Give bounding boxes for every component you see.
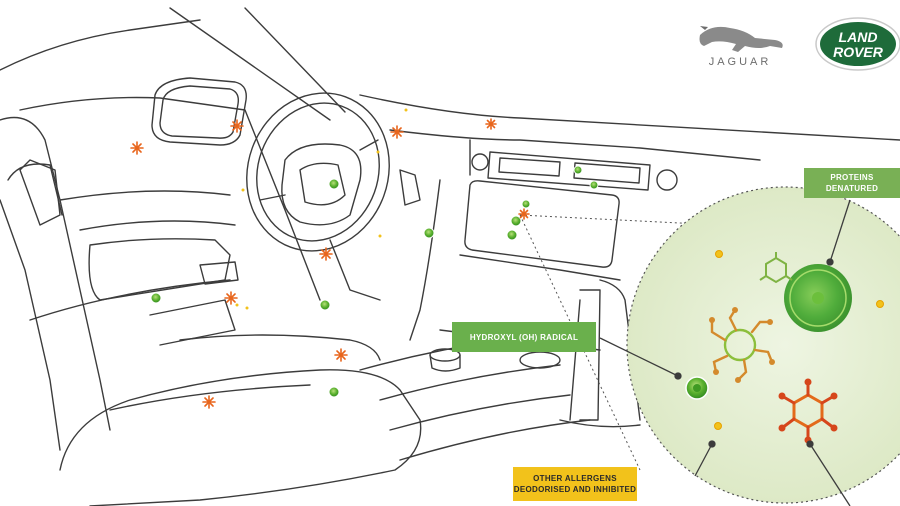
land-rover-logo-line1: LAND	[839, 29, 878, 45]
allergen-particle-spikes	[130, 118, 530, 409]
allergen-particle-icons	[714, 250, 884, 430]
car-interior-lineart	[0, 7, 900, 506]
hydroxyl-label-text: HYDROXYL (OH) RADICAL	[469, 332, 579, 342]
jaguar-logo	[699, 26, 783, 52]
small-particle-specks	[235, 108, 408, 310]
allergen-molecule-icon	[709, 307, 775, 383]
proteins-denatured-label: PROTEINS DENATURED	[804, 168, 900, 198]
allergen-molecule-icon-2	[778, 378, 838, 444]
land-rover-logo-line2: ROVER	[833, 44, 884, 60]
proteins-label-line1: PROTEINS	[830, 173, 874, 182]
proteins-label-line2: DENATURED	[825, 184, 879, 193]
hydroxyl-radical-icon	[784, 264, 852, 332]
allergens-label-line1: OTHER ALLERGENS	[533, 474, 617, 483]
molecule-icon	[759, 252, 793, 284]
hydroxyl-radical-sample-icon	[685, 376, 709, 400]
jaguar-wordmark: JAGUAR	[708, 56, 772, 68]
hydroxyl-radical-label: HYDROXYL (OH) RADICAL	[452, 322, 596, 352]
hydroxyl-radical-icons	[150, 165, 599, 398]
other-allergens-label: OTHER ALLERGENS DEODORISED AND INHIBITED	[513, 467, 637, 501]
land-rover-logo: LAND ROVER	[815, 17, 900, 71]
label-leader-lines	[599, 199, 851, 506]
allergens-label-line2: DEODORISED AND INHIBITED	[513, 485, 637, 494]
magnified-view-bubble	[626, 186, 900, 504]
